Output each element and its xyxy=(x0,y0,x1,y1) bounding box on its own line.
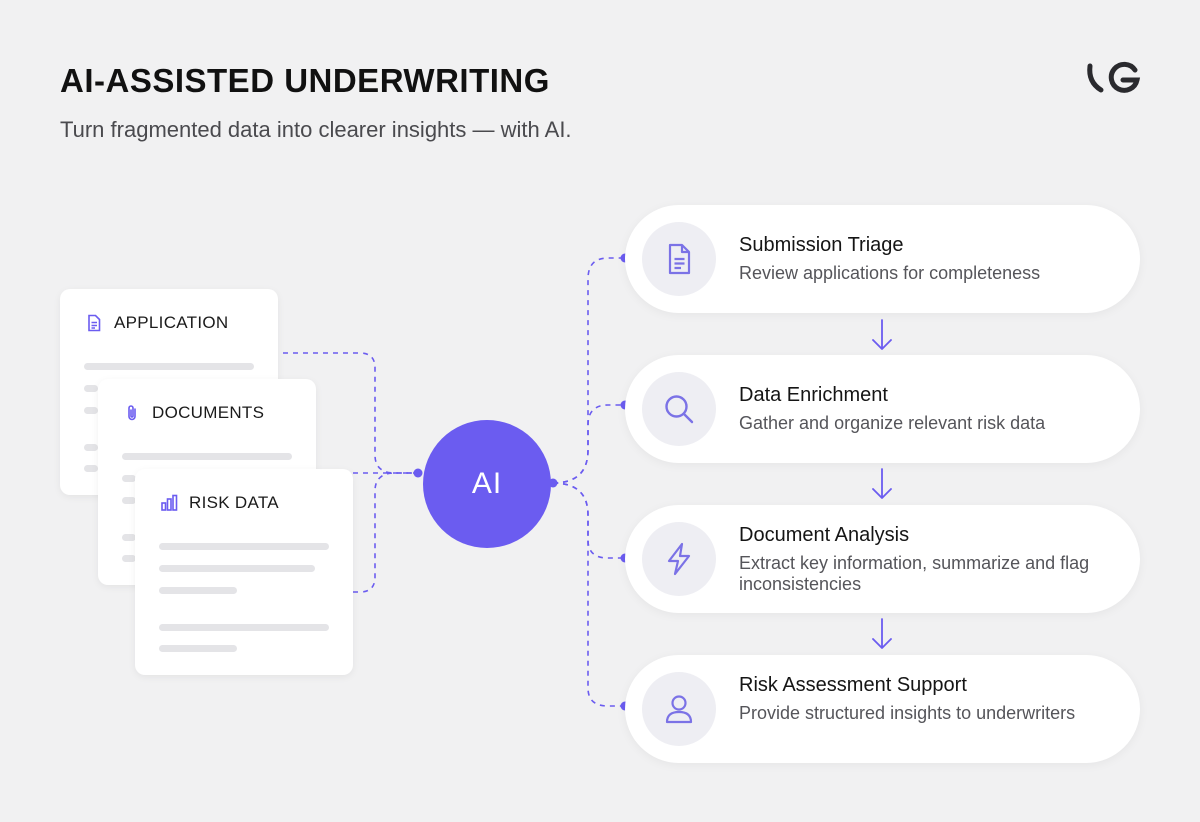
step-title: Document Analysis xyxy=(739,524,910,546)
step-description: Gather and organize relevant risk data xyxy=(739,413,1046,433)
lightning-icon xyxy=(667,542,691,576)
step-description: Provide structured insights to underwrit… xyxy=(739,703,1076,723)
step-title: Data Enrichment xyxy=(739,384,888,406)
source-card-risk-data: RISK DATA xyxy=(135,469,353,675)
arrow-down-icon xyxy=(872,468,892,499)
step-document-analysis: Document Analysis Extract key informatio… xyxy=(625,505,1140,613)
step-title: Submission Triage xyxy=(739,234,904,256)
arrow-down-icon xyxy=(872,319,892,350)
page-subtitle: Turn fragmented data into clearer insigh… xyxy=(60,117,572,142)
step-submission-triage: Submission Triage Review applications fo… xyxy=(625,205,1140,313)
user-icon xyxy=(665,695,693,724)
step-risk-assessment-support: Risk Assessment Support Provide structur… xyxy=(625,655,1140,763)
ai-hub: AI xyxy=(423,420,551,548)
source-label: APPLICATION xyxy=(114,313,229,332)
source-label: DOCUMENTS xyxy=(152,403,265,422)
step-title: Risk Assessment Support xyxy=(739,674,967,696)
arrow-down-icon xyxy=(872,618,892,649)
search-icon xyxy=(665,395,694,424)
step-data-enrichment: Data Enrichment Gather and organize rele… xyxy=(625,355,1140,463)
step-description: Review applications for completeness xyxy=(739,263,1041,283)
source-label: RISK DATA xyxy=(189,493,279,512)
bar-chart-icon xyxy=(161,494,178,511)
document-icon xyxy=(88,314,101,332)
document-icon xyxy=(668,243,691,275)
brand-logo-icon xyxy=(1087,61,1141,93)
step-description: Extract key information, summarize and f… xyxy=(739,553,1090,594)
paperclip-icon xyxy=(128,405,136,421)
page-title: AI-ASSISTED UNDERWRITING xyxy=(60,62,550,99)
ai-hub-label: AI xyxy=(471,467,503,500)
